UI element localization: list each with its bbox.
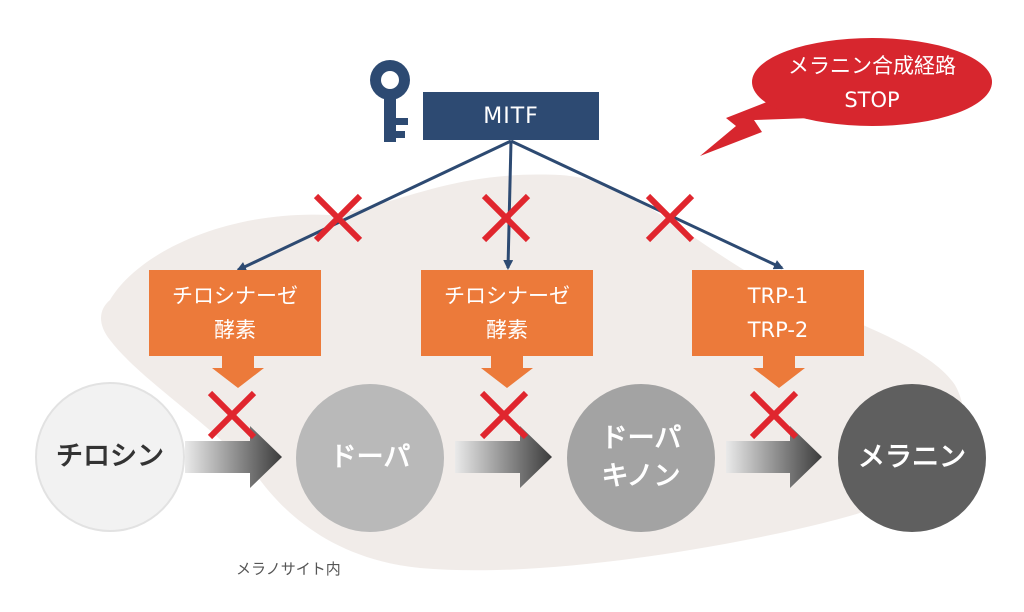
enzyme-label-line-2: 酵素 xyxy=(214,318,256,342)
key-icon xyxy=(370,60,410,142)
enzyme-box-tyrosinase-1: チロシナーゼ 酵素 xyxy=(149,270,321,356)
melanocyte-location-label: メラノサイト内 xyxy=(236,560,341,578)
node-label-line-2: キノン xyxy=(601,461,681,492)
enzyme-down-arrows xyxy=(212,356,805,388)
cross-mitf-enzyme-2 xyxy=(481,193,531,243)
lightning-tail xyxy=(700,100,812,156)
mitf-regulation-arrows xyxy=(236,139,784,272)
pathway-arrow-1 xyxy=(185,426,282,488)
inhibition-crosses xyxy=(207,193,799,440)
pathway-arrows xyxy=(185,426,822,488)
node-label-line-1: チロシン xyxy=(56,441,164,472)
alert-line-2: STOP xyxy=(844,88,900,112)
enzyme-label-line-1: TRP-1 xyxy=(747,284,809,308)
enzyme-label-line-2: TRP-2 xyxy=(747,318,809,342)
enzyme-1-down-arrow xyxy=(212,356,264,388)
enzyme-box-tyrosinase-2: チロシナーゼ 酵素 xyxy=(421,270,593,356)
mitf-box: MITF xyxy=(423,92,599,140)
pathway-arrow-3 xyxy=(726,426,822,488)
node-label-line-1: ドーパ xyxy=(329,442,411,473)
pathway-node-tyrosine: チロシン xyxy=(35,382,185,532)
enzyme-box-trp: TRP-1 TRP-2 xyxy=(692,270,864,356)
pathway-node-dopaquinone: ドーパ キノン xyxy=(567,384,715,532)
enzyme-2-down-arrow xyxy=(481,356,533,388)
enzyme-3-down-arrow xyxy=(753,356,805,388)
pathway-node-dopa: ドーパ xyxy=(296,384,444,532)
cross-step-3 xyxy=(749,390,799,440)
mitf-label: MITF xyxy=(483,103,539,129)
arrow-to-enzyme-3 xyxy=(510,139,784,270)
enzyme-label-line-2: 酵素 xyxy=(486,318,528,342)
node-label-line-1: ドーパ xyxy=(600,423,682,454)
enzyme-label-line-1: チロシナーゼ xyxy=(444,284,570,308)
alert-text: メラニン合成経路 STOP xyxy=(752,44,992,122)
enzyme-label-line-1: チロシナーゼ xyxy=(172,284,298,308)
node-label-line-1: メラニン xyxy=(858,442,966,473)
cross-mitf-enzyme-1 xyxy=(313,193,363,243)
pathway-node-melanin: メラニン xyxy=(838,384,986,532)
pathway-arrow-2 xyxy=(455,426,552,488)
alert-bubble xyxy=(700,38,992,156)
alert-line-1: メラニン合成経路 xyxy=(788,54,956,78)
cross-step-2 xyxy=(479,390,529,440)
arrow-to-enzyme-1 xyxy=(236,139,512,272)
cross-step-1 xyxy=(207,390,257,440)
cross-mitf-enzyme-3 xyxy=(645,193,695,243)
arrow-to-enzyme-2 xyxy=(503,140,514,270)
